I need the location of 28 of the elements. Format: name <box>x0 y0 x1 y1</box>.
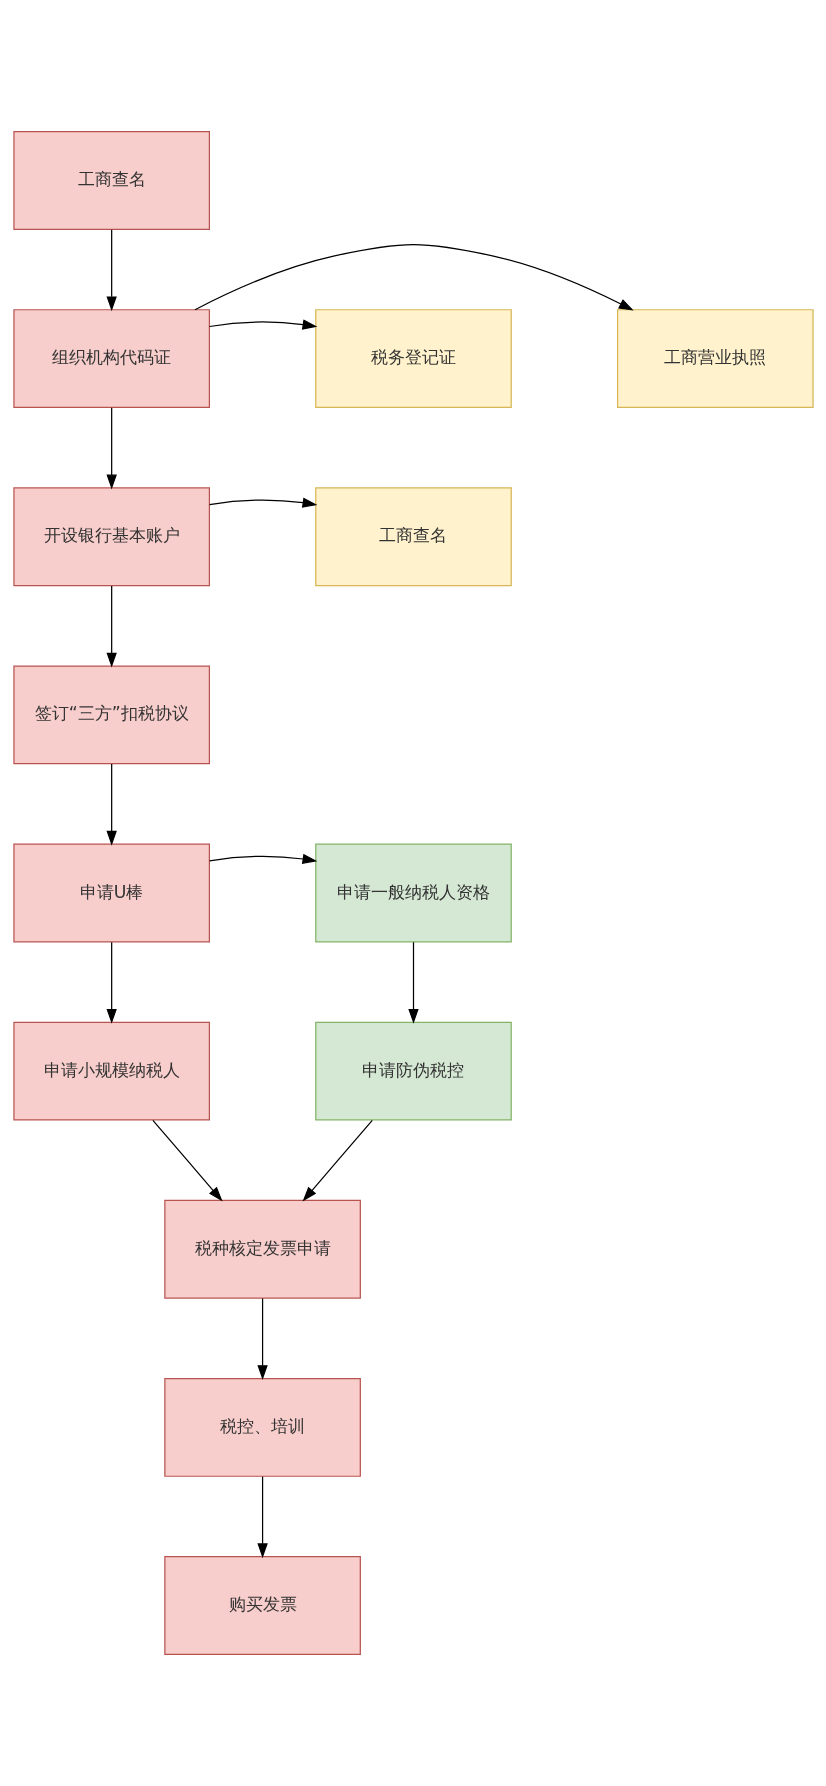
arrow <box>208 853 317 865</box>
node-box: 税控、培训 <box>163 1377 361 1477</box>
arrow <box>407 941 419 1024</box>
node-box: 工商营业执照 <box>616 309 814 409</box>
arrow <box>208 319 317 330</box>
arrow <box>193 244 634 311</box>
node-box: 申请小规模纳税人 <box>12 1021 210 1121</box>
node-box: 工商查名 <box>12 131 210 230</box>
node-box: 税务登记证 <box>314 309 512 409</box>
node-box: 开设银行基本账户 <box>12 487 210 587</box>
arrow <box>105 941 117 1024</box>
node-box: 申请U棒 <box>12 843 210 943</box>
arrow <box>256 1476 268 1559</box>
arrow <box>105 229 117 312</box>
arrow <box>151 1119 223 1202</box>
arrow <box>208 497 317 508</box>
node-box: 税种核定发票申请 <box>163 1199 361 1299</box>
node-box: 购买发票 <box>163 1556 361 1655</box>
arrow <box>105 585 117 668</box>
arrow <box>105 407 117 490</box>
arrow <box>302 1119 373 1202</box>
node-box: 工商查名 <box>314 487 512 587</box>
node-box: 签订“三方”扣税协议 <box>12 665 210 765</box>
node-box: 组织机构代码证 <box>12 309 210 409</box>
node-box: 申请一般纳税人资格 <box>314 843 512 943</box>
node-box: 申请防伪税控 <box>314 1021 512 1121</box>
arrow <box>256 1297 268 1381</box>
arrow <box>105 763 117 846</box>
